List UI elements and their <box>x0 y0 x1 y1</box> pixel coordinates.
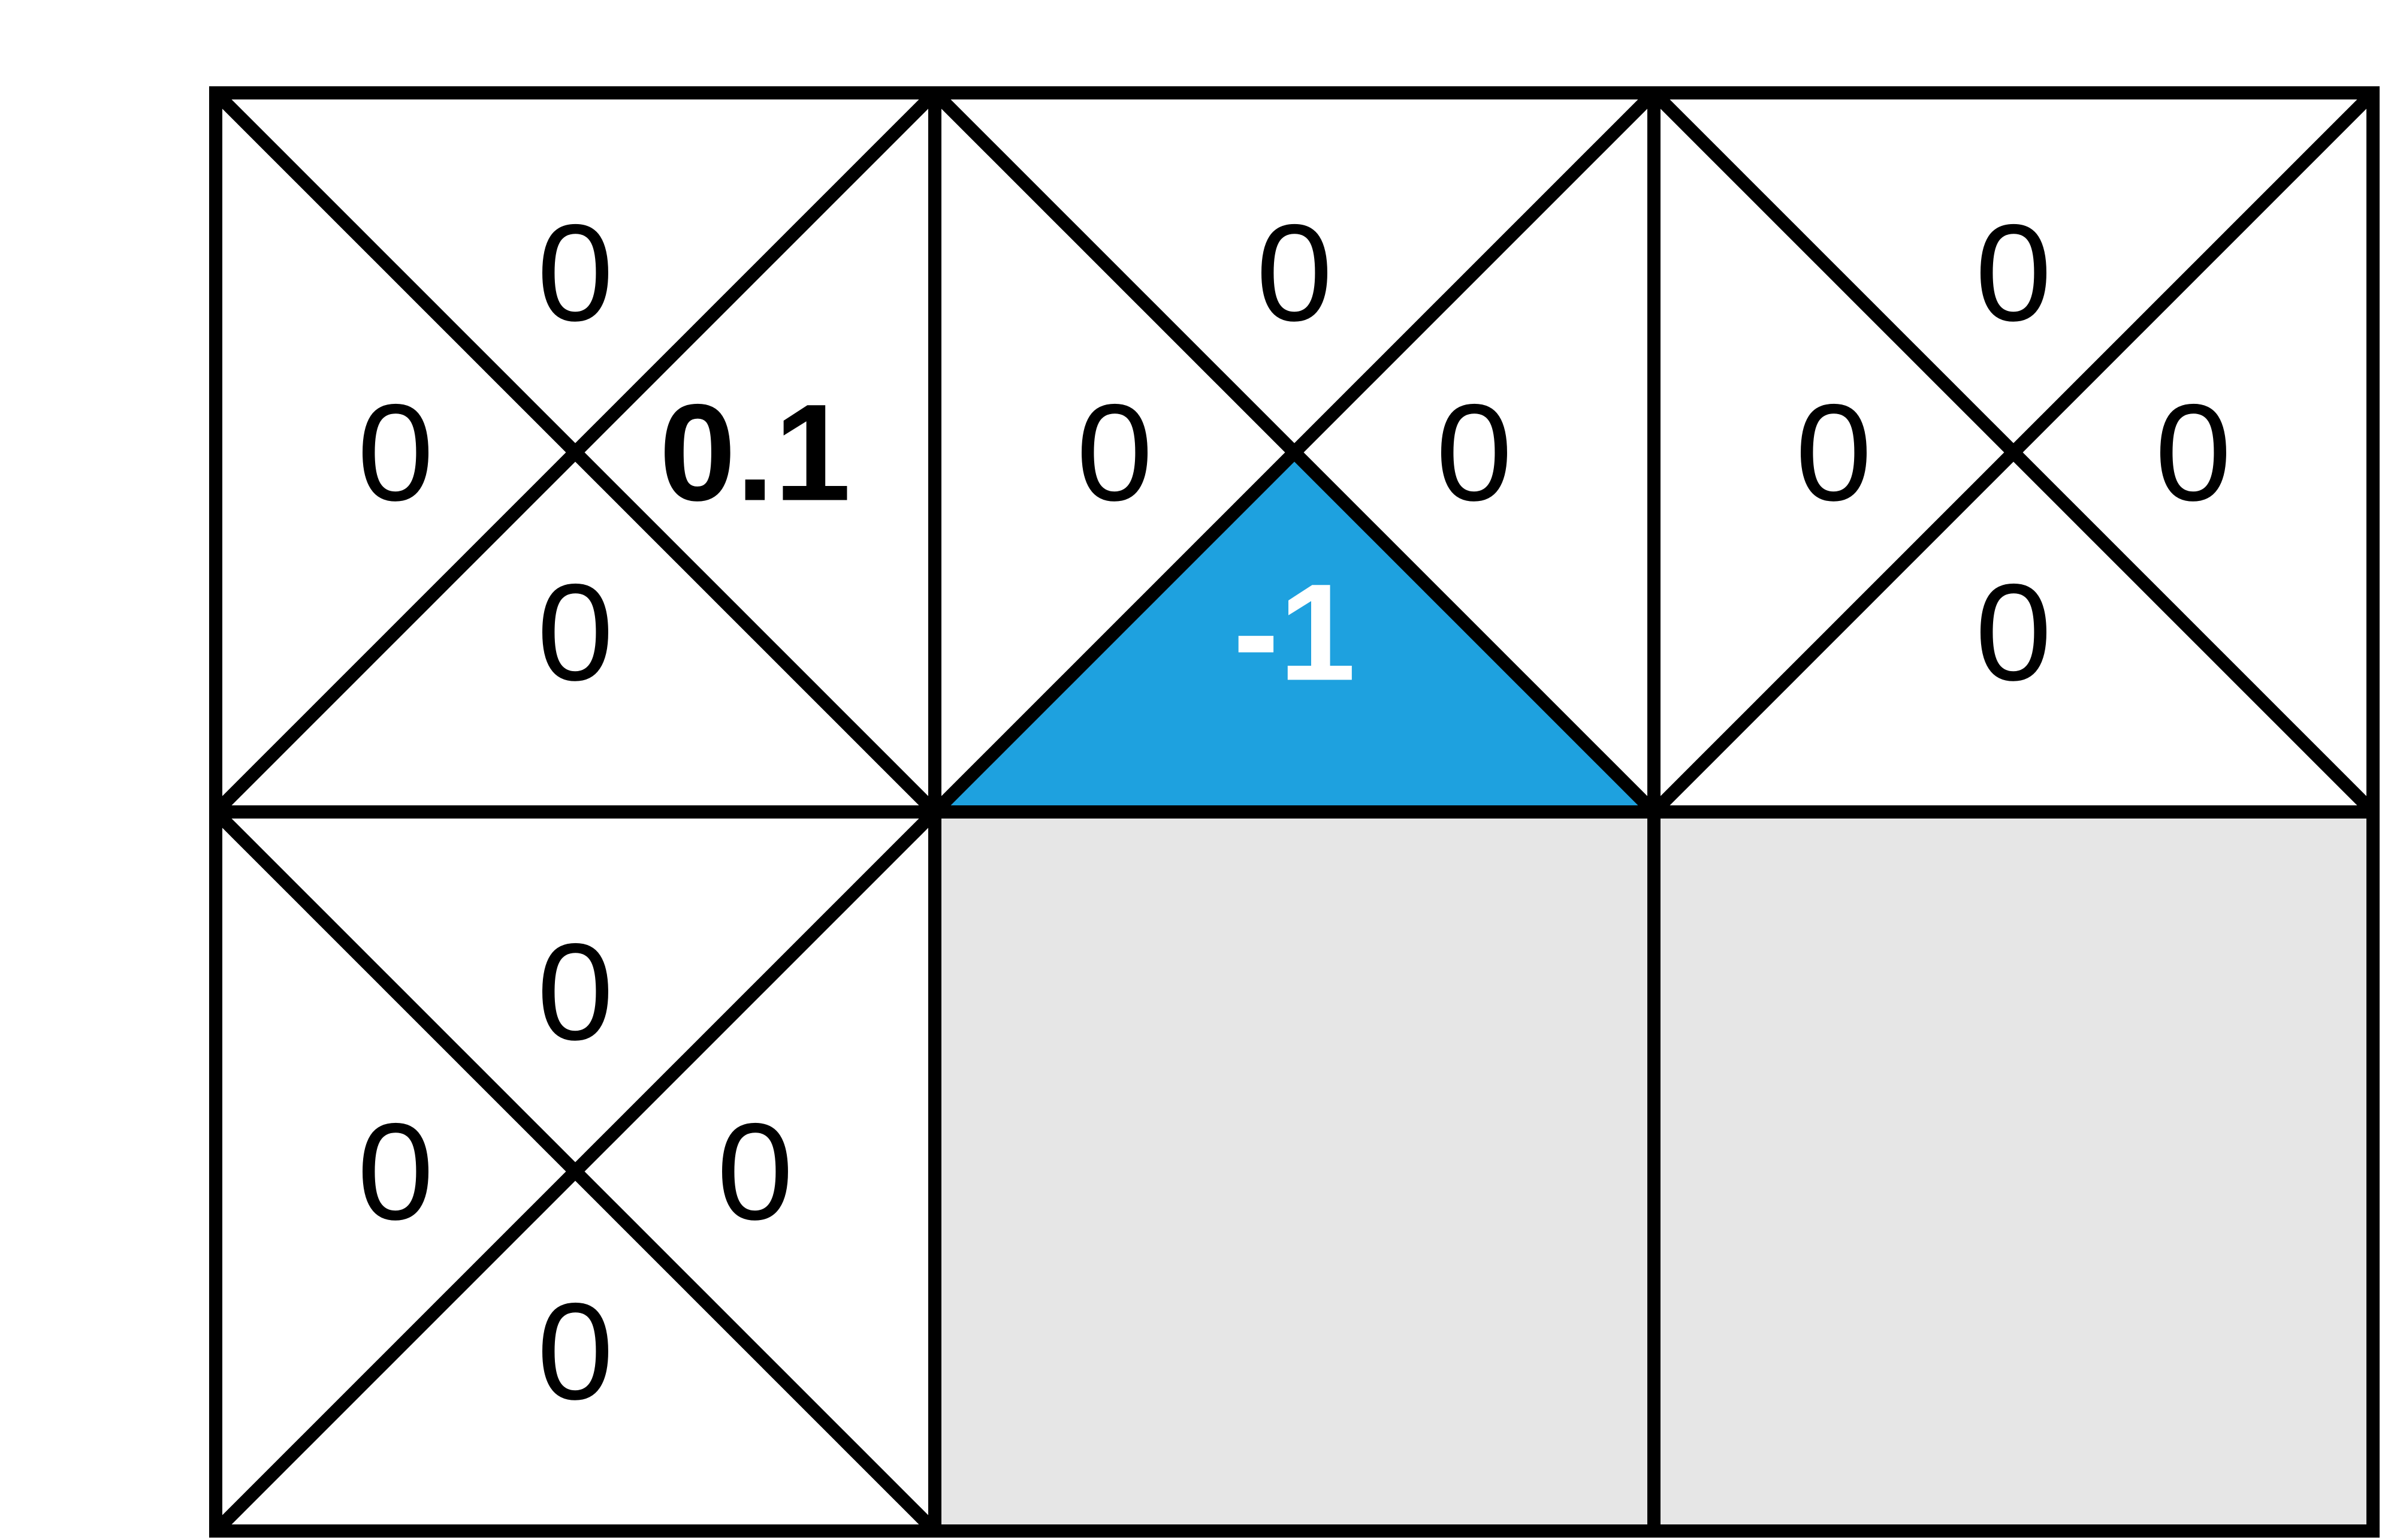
q-triangle-top <box>935 93 1654 452</box>
q-triangle-left <box>1654 93 2013 812</box>
q-value-top: 0 <box>537 196 614 350</box>
q-triangle-right <box>2013 93 2373 812</box>
q-value-right: 0 <box>717 1095 793 1249</box>
q-triangle-top <box>1654 93 2373 452</box>
q-value-right: 0.1 <box>659 376 851 530</box>
grid-cell-r0c0: 00.100 <box>211 88 940 817</box>
q-value-bottom: -1 <box>1233 555 1356 709</box>
q-triangle-left <box>935 93 1294 812</box>
q-value-right: 0 <box>1436 376 1512 530</box>
blocked-cell <box>1654 812 2373 1531</box>
q-value-bottom: 0 <box>537 1275 614 1429</box>
q-value-bottom: 0 <box>537 555 614 709</box>
q-triangle-top <box>216 812 935 1171</box>
grid-cell-r0c1: 00-10 <box>930 88 1659 817</box>
q-value-left: 0 <box>1076 376 1153 530</box>
q-triangle-left <box>216 93 575 812</box>
q-triangle-left <box>216 812 575 1531</box>
q-triangle-top <box>216 93 935 452</box>
q-triangle-right <box>575 812 935 1531</box>
q-value-left: 0 <box>357 376 434 530</box>
grid-cell-r1c1 <box>935 812 1654 1531</box>
q-triangle-bottom <box>216 452 935 812</box>
cell-diagonal <box>930 88 1659 817</box>
q-triangle-bottom <box>216 1171 935 1531</box>
q-triangle-right <box>1294 93 1654 812</box>
cell-diagonal <box>1649 88 2378 817</box>
q-value-bottom: 0 <box>1975 555 2052 709</box>
q-value-top: 0 <box>1256 196 1333 350</box>
blocked-cell <box>935 812 1654 1531</box>
grid-lines <box>209 86 2380 1538</box>
q-value-top: 0 <box>537 915 614 1069</box>
q-value-right: 0 <box>2155 376 2232 530</box>
cell-diagonal <box>211 88 940 817</box>
cell-diagonal <box>211 807 940 1536</box>
q-value-top: 0 <box>1975 196 2052 350</box>
q-triangle-bottom <box>1654 452 2373 812</box>
q-value-left: 0 <box>1795 376 1872 530</box>
q-triangle-bottom <box>935 452 1654 812</box>
q-triangle-right <box>575 93 935 812</box>
grid-cell-r1c2 <box>1654 812 2373 1531</box>
q-value-left: 0 <box>357 1095 434 1249</box>
